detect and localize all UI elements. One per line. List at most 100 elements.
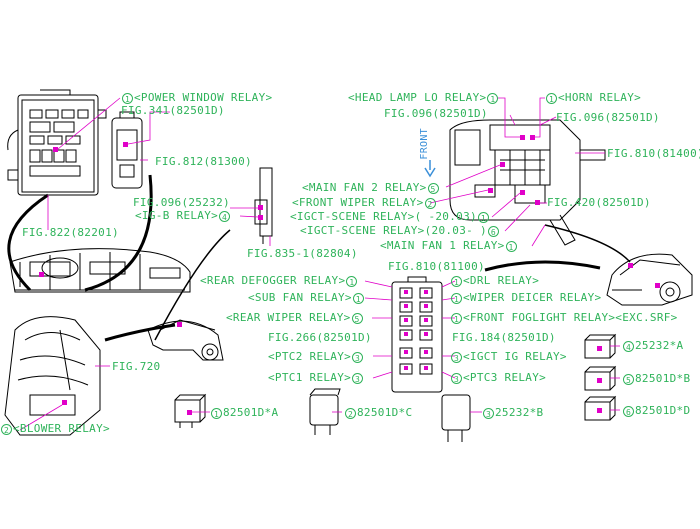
igct-scene-relay-1-label: <IGCT-SCENE RELAY>( -20.03)1 xyxy=(290,211,490,223)
fig720-label: FIG.720 xyxy=(112,360,161,373)
callout-1: 1 xyxy=(505,240,517,252)
fig420-label: FIG.420(82501D) xyxy=(547,196,651,209)
front-wiper-relay-label: <FRONT WIPER RELAY>2 xyxy=(292,197,437,209)
horn-relay-label: 1<HORN RELAY> xyxy=(545,92,641,104)
label-text: <MAIN FAN 2 RELAY> xyxy=(302,181,427,194)
label-text: <IG-B RELAY> xyxy=(135,209,219,222)
label-text: <IGCT IG RELAY> xyxy=(463,350,567,363)
callout-5: 5 xyxy=(623,373,634,385)
label-text: <IGCT-SCENE RELAY>(20.03- ) xyxy=(300,224,487,237)
wiper-deicer-relay-label: 1<WIPER DEICER RELAY> xyxy=(450,292,601,304)
label-text: <PTC2 RELAY> xyxy=(268,350,352,363)
marker-car-front xyxy=(177,322,182,327)
marker-ig-b xyxy=(258,215,263,220)
marker-main-fan2 xyxy=(500,162,505,167)
label-text: <MAIN FAN 1 RELAY> xyxy=(380,239,505,252)
leader-lines xyxy=(19,97,620,431)
label-text: 25232*A xyxy=(635,339,684,352)
callout-1: 1 xyxy=(451,275,462,287)
fig341-label: FIG.341(82501D) xyxy=(121,104,225,117)
marker-igct-scene xyxy=(520,190,525,195)
car-front-drawing xyxy=(147,319,224,361)
label-text: <HEAD LAMP LO RELAY> xyxy=(348,91,487,104)
label-text: <IGCT-SCENE RELAY>( -20.03) xyxy=(290,210,477,223)
label-text: <PTC3 RELAY> xyxy=(463,371,547,384)
relay-location-markers xyxy=(39,135,660,415)
rear-defogger-relay-label: <REAR DEFOGGER RELAY>1 xyxy=(200,275,358,287)
label-text: <REAR DEFOGGER RELAY> xyxy=(200,274,346,287)
label-text: <FRONT WIPER RELAY> xyxy=(292,196,424,209)
callout-2: 2 xyxy=(345,407,356,419)
relay-82501d-d-drawing xyxy=(584,395,617,421)
fig810-81400-label: FIG.810(81400) xyxy=(607,147,700,160)
callout-3: 3 xyxy=(451,372,462,384)
relay-25232-a-drawing xyxy=(584,333,617,359)
callout-1: 1 xyxy=(211,407,222,419)
ptc1-relay-label: <PTC1 RELAY>3 xyxy=(268,372,364,384)
callout-6: 6 xyxy=(623,405,634,417)
relay-82501d-a-drawing xyxy=(174,393,207,428)
label-text: 82501D*B xyxy=(635,372,691,385)
relay-box-drawing xyxy=(111,111,143,189)
callout-5: 5 xyxy=(351,312,363,324)
callout-1: 1 xyxy=(451,312,462,324)
relay-82501d-c-drawing xyxy=(309,388,341,435)
label-text: <SUB FAN RELAY> xyxy=(248,291,352,304)
main-fan1-relay-label: <MAIN FAN 1 RELAY>1 xyxy=(380,240,518,252)
fig812-label: FIG.812(81300) xyxy=(155,155,252,168)
callout-4: 4 xyxy=(623,340,634,352)
bracket-drawing xyxy=(254,167,273,244)
callout-3: 3 xyxy=(352,372,364,384)
label-text: 82501D*D xyxy=(635,404,691,417)
central-relay-block-drawing xyxy=(391,276,443,393)
label-text: 82501D*C xyxy=(357,406,413,419)
drl-relay-label: 1<DRL RELAY> xyxy=(450,275,539,287)
fig266-label: FIG.266(82501D) xyxy=(268,331,372,344)
sub-fan-relay-label: <SUB FAN RELAY>1 xyxy=(248,292,365,304)
callout-2: 2 xyxy=(1,423,12,435)
callout-2: 2 xyxy=(424,197,436,209)
marker-car-right xyxy=(628,263,633,268)
ptc3-relay-label: 3<PTC3 RELAY> xyxy=(450,372,546,384)
blower-drawing xyxy=(4,316,101,436)
fig184-label: FIG.184(82501D) xyxy=(452,331,556,344)
label-text: <WIPER DEICER RELAY> xyxy=(463,291,602,304)
fig096-right-label: FIG.096(82501D) xyxy=(556,111,660,124)
fig096-left-label: FIG.096(82501D) xyxy=(384,107,488,120)
engine-fuse-box-drawing xyxy=(449,119,606,246)
main-fan2-relay-label: <MAIN FAN 2 RELAY>5 xyxy=(302,182,440,194)
marker-head-lamp-lo xyxy=(520,135,525,140)
rear-wiper-relay-label: <REAR WIPER RELAY>5 xyxy=(226,312,364,324)
label-text: 82501D*A xyxy=(223,406,279,419)
marker-fig420 xyxy=(535,200,540,205)
fig835-label: FIG.835-1(82804) xyxy=(247,247,358,260)
fig810-81100-label: FIG.810(81100) xyxy=(388,260,485,273)
marker-horn xyxy=(530,135,535,140)
fig096-25232-label: FIG.096(25232) xyxy=(133,196,230,209)
igct-ig-relay-label: 3<IGCT IG RELAY> xyxy=(450,351,567,363)
front-foglight-relay-label: 1<FRONT FOGLIGHT RELAY><EXC.SRF> xyxy=(450,312,678,324)
blower-relay-label: 2<BLOWER RELAY> xyxy=(0,423,110,435)
label-text: <REAR WIPER RELAY> xyxy=(226,311,351,324)
marker-dashboard xyxy=(39,272,44,277)
callout-3: 3 xyxy=(352,351,364,363)
head-lamp-lo-relay-label: <HEAD LAMP LO RELAY>1 xyxy=(348,92,499,104)
fig822-label: FIG.822(82201) xyxy=(22,226,119,239)
callout-4: 4 xyxy=(219,210,231,222)
label-text: <FRONT FOGLIGHT RELAY><EXC.SRF> xyxy=(463,311,678,324)
front-arrow xyxy=(424,160,436,178)
igct-scene-relay-2-label: <IGCT-SCENE RELAY>(20.03- )6 xyxy=(300,225,500,237)
callout-1: 1 xyxy=(546,92,557,104)
marker-power-window xyxy=(53,147,58,152)
label-text: <PTC1 RELAY> xyxy=(268,371,352,384)
ptc2-relay-label: <PTC2 RELAY>3 xyxy=(268,351,364,363)
callout-3: 3 xyxy=(483,407,494,419)
label-text: <DRL RELAY> xyxy=(463,274,540,287)
